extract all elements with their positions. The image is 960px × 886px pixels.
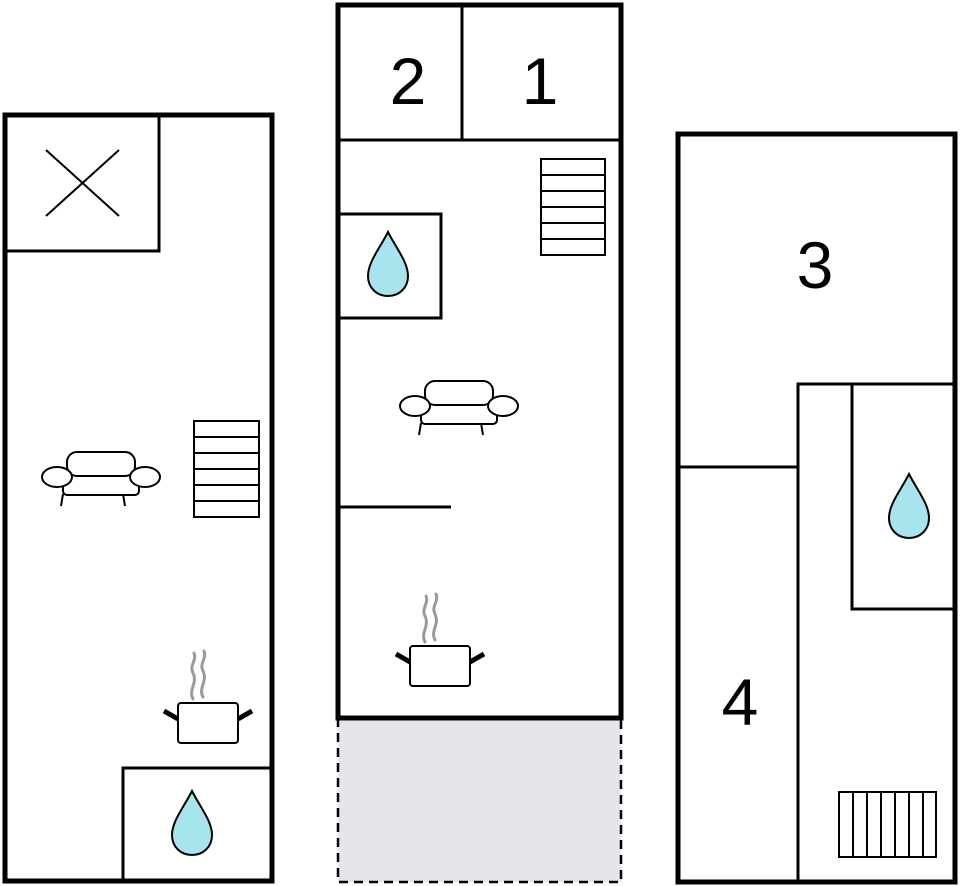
water-drop-icon bbox=[888, 473, 930, 539]
sofa-icon bbox=[399, 380, 519, 436]
radiator-icon bbox=[838, 791, 937, 858]
cooking-pot-icon bbox=[164, 651, 252, 743]
right-floor-bathroom bbox=[850, 382, 957, 611]
room-4-label: 4 bbox=[722, 665, 759, 739]
sofa-icon bbox=[41, 451, 161, 507]
right-floor: 3 4 bbox=[675, 131, 958, 885]
water-drop-icon bbox=[171, 790, 213, 856]
room-3-label: 3 bbox=[797, 228, 834, 302]
water-drop-icon bbox=[367, 231, 409, 297]
middle-floor: 2 1 bbox=[335, 2, 624, 884]
left-floor-outline bbox=[2, 112, 275, 884]
stairs-icon bbox=[193, 420, 260, 518]
left-floor bbox=[2, 112, 275, 884]
left-floor-bathroom bbox=[121, 766, 274, 883]
cross-icon bbox=[45, 149, 120, 217]
room-1-label: 1 bbox=[522, 44, 559, 118]
middle-floor-outline bbox=[335, 2, 624, 721]
cooking-pot-icon bbox=[396, 594, 484, 686]
left-floor-storage bbox=[3, 113, 161, 253]
room-2-label: 2 bbox=[390, 44, 427, 118]
middle-floor-bathroom bbox=[336, 212, 443, 320]
stairs-icon bbox=[540, 158, 606, 256]
terrace bbox=[336, 716, 623, 884]
